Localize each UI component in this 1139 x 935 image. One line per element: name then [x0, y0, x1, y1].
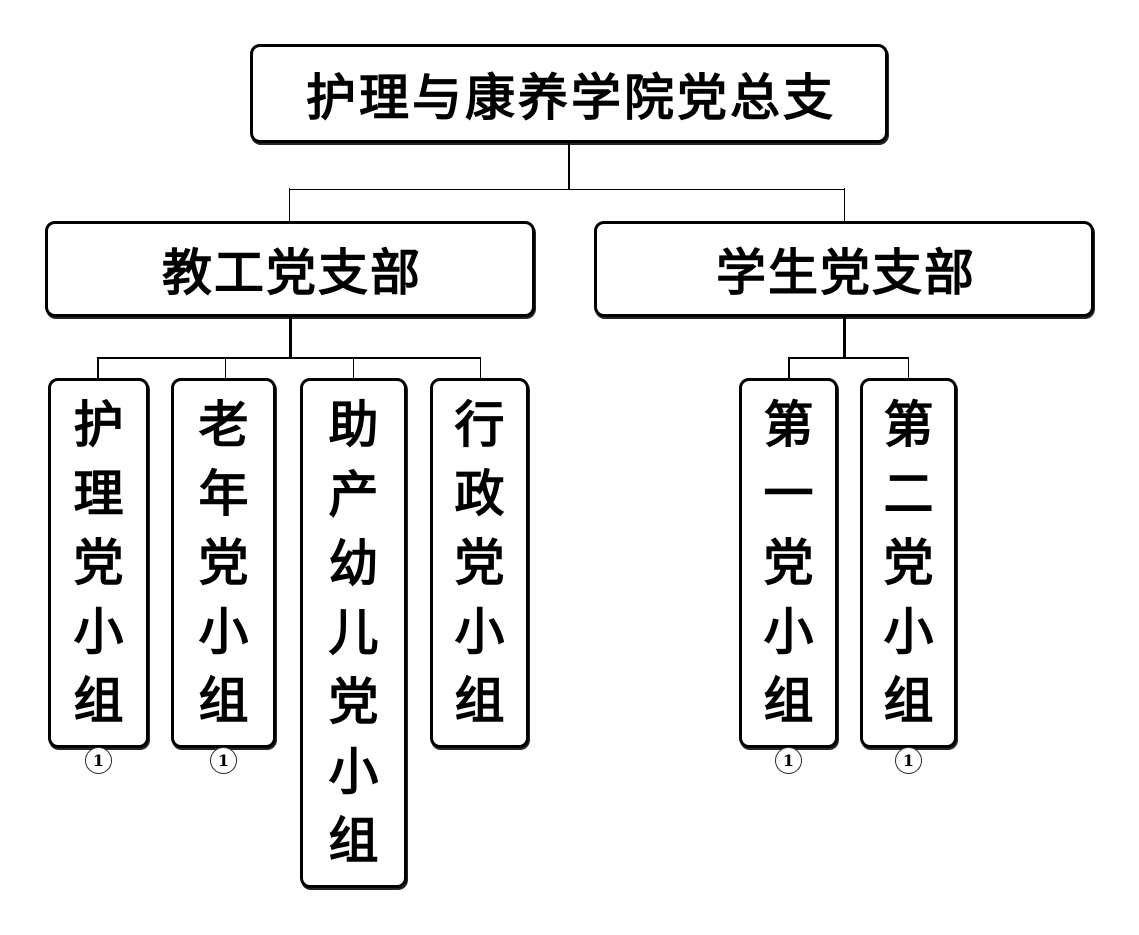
node-group-student-second: 第二党小组: [860, 378, 957, 748]
badge-circle-nursing: 1: [85, 747, 112, 774]
connector-student-drop-2: [907, 357, 909, 379]
node-branch-student: 学生党支部: [594, 221, 1094, 317]
connector-level2-rail: [289, 188, 845, 190]
connector-faculty-drop-1: [97, 357, 99, 379]
node-group-student-first: 第一党小组: [739, 378, 838, 748]
connector-faculty-stem: [288, 317, 292, 358]
connector-faculty-drop-2: [224, 357, 226, 379]
node-branch-faculty-label: 教工党支部: [162, 243, 422, 302]
connector-student-rail: [788, 357, 909, 359]
connector-student-stem: [842, 317, 846, 358]
node-root: 护理与康养学院党总支: [250, 44, 888, 143]
node-group-elderly: 老年党小组: [171, 378, 276, 748]
connector-faculty-drop-4: [479, 357, 481, 379]
node-branch-student-label: 学生党支部: [716, 243, 976, 302]
badge-circle-student-first: 1: [775, 747, 802, 774]
badge-circle-student-second: 1: [895, 747, 922, 774]
connector-student-drop-1: [788, 357, 790, 379]
node-group-midwifery-childcare: 助产幼儿党小组: [300, 378, 407, 888]
node-group-nursing: 护理党小组: [48, 378, 149, 748]
node-root-label: 护理与康养学院党总支: [306, 67, 836, 127]
connector-level2-drop-left: [288, 188, 290, 222]
connector-faculty-drop-3: [352, 357, 354, 379]
connector-faculty-rail: [97, 357, 481, 359]
connector-level2-drop-right: [843, 188, 845, 222]
badge-circle-elderly: 1: [210, 747, 237, 774]
connector-root-stem: [568, 143, 570, 189]
node-branch-faculty: 教工党支部: [45, 221, 535, 317]
node-group-administration: 行政党小组: [430, 378, 529, 748]
